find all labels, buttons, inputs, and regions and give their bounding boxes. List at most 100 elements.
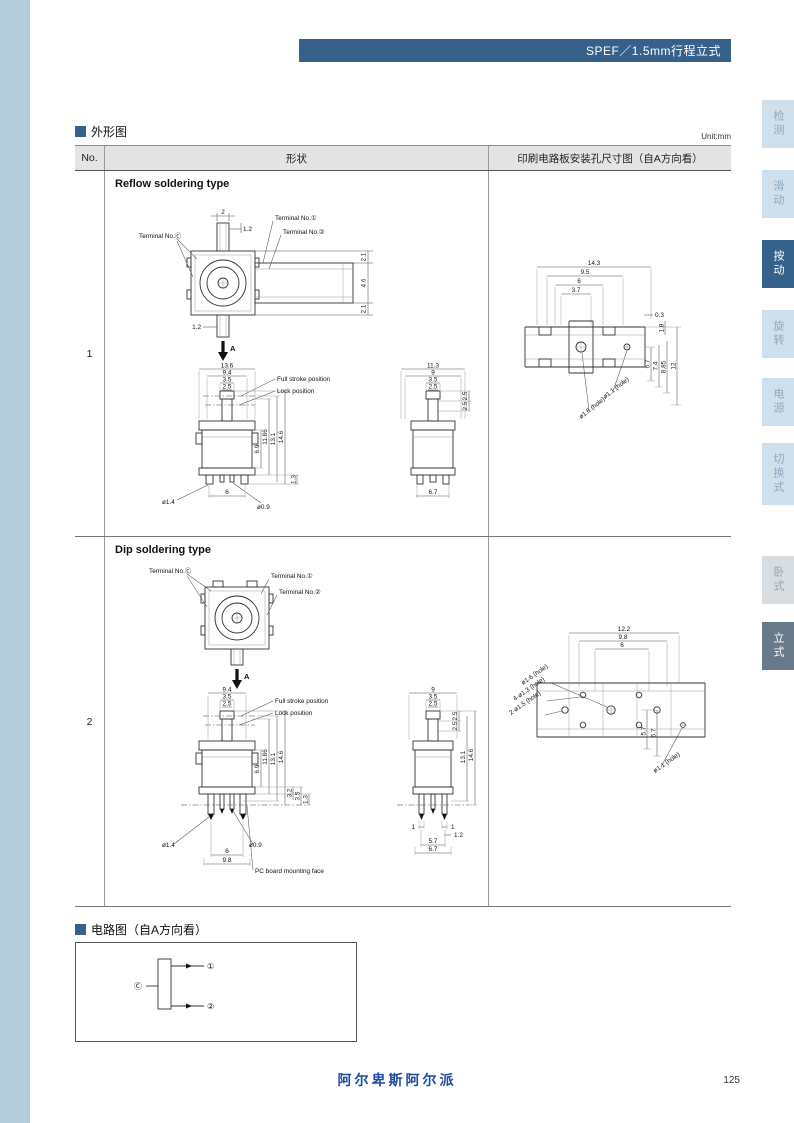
dim-8-85: 8.85 — [661, 360, 668, 373]
section-bullet-icon — [75, 924, 86, 935]
dim-11-3: 11.3 — [427, 363, 439, 370]
dip-pcb-pattern — [536, 682, 706, 738]
dim-2-1-top: 2.1 — [361, 252, 368, 261]
reflow-pcb-dim-lines — [536, 266, 681, 412]
footer-brand: 阿尔卑斯阿尔派 — [337, 1072, 457, 1088]
dim-6: 6 — [577, 278, 581, 285]
dim-1-2: 1.2 — [454, 832, 463, 839]
dim-2-5: 2.5 — [223, 701, 232, 708]
dim-2-5: 2.5 — [223, 384, 232, 391]
outline-section-title: 外形图 — [91, 125, 128, 139]
unit-label: Unit:mm — [701, 132, 731, 141]
dim-d1-4: ø1.4 — [162, 499, 175, 506]
dim-1-8: 1.8 — [659, 323, 666, 332]
row2-shape-cell: Dip soldering type — [105, 537, 489, 906]
reflow-side-outline — [410, 390, 456, 485]
dim-9-5: 9.5 — [581, 269, 590, 276]
reflow-side-dim-lines — [400, 368, 471, 498]
dim-2-5-a: 2.5 — [462, 391, 469, 400]
sidebar-tab-toggle: 切换式 — [762, 443, 794, 505]
circuit-diagram-drawing: ① ② Ⓒ — [134, 958, 214, 1011]
circuit-symbol — [146, 958, 204, 1010]
dim-6-9: 6.9 — [254, 444, 261, 453]
dim-d1-4: ø1.4 — [162, 842, 175, 849]
row1-no-cell: 1 — [75, 171, 105, 536]
dim-6-7: 6.7 — [651, 728, 658, 737]
dim-6-7: 6.7 — [429, 489, 438, 496]
sidebar-tab-rotary: 旋转 — [762, 310, 794, 358]
terminal-c-label: Terminal No.Ⓒ — [139, 232, 182, 240]
row1-no: 1 — [86, 347, 93, 360]
dim-3-5: 3.5 — [223, 694, 232, 701]
dim-6-7: 6.7 — [429, 846, 438, 853]
row2-no: 2 — [86, 715, 93, 728]
circuit-terminal-2: ② — [207, 1002, 214, 1011]
reflow-top-view-drawing: Terminal No.Ⓒ Terminal No.① Terminal No.… — [139, 209, 373, 361]
sidebar-tab-horizontal: 卧式 — [762, 556, 794, 604]
dim-1-3: 1.3 — [291, 475, 298, 484]
circuit-diagram-box: ① ② Ⓒ — [75, 942, 357, 1042]
terminal-1-label: Terminal No.① — [275, 215, 317, 222]
left-color-strip — [0, 0, 30, 1123]
dim-3-5: 3.5 — [429, 377, 438, 384]
dip-front-outline — [195, 710, 259, 820]
circuit-terminal-c: Ⓒ — [134, 982, 142, 991]
dim-1-b: 1 — [451, 824, 455, 831]
circuit-arrow-1 — [186, 963, 192, 969]
sidebar-tab-detect: 检测 — [762, 100, 794, 148]
circuit-terminal-1: ① — [207, 962, 214, 971]
dim-7-4: 7.4 — [653, 361, 660, 370]
view-a-arrowhead — [232, 680, 242, 689]
dim-d0-9: ø0.9 — [257, 504, 270, 511]
dim-0-3: 0.3 — [655, 312, 664, 319]
view-a-label: A — [230, 344, 236, 353]
view-a-label: A — [244, 672, 250, 681]
sidebar-tab-push-active: 按动 — [762, 240, 794, 288]
dim-2-5-b: 2.5 — [462, 401, 469, 410]
col-header-no: No. — [75, 146, 105, 170]
dim-2-5-b: 2.5 — [452, 721, 459, 730]
lock-position-label: Lock position — [275, 710, 313, 717]
reflow-pcb-pattern — [524, 320, 646, 374]
dim-d0-9: ø0.9 — [249, 842, 262, 849]
dip-top-dim-lines — [186, 573, 278, 616]
dim-9-4: 9.4 — [223, 687, 232, 694]
page-header-bar: SPEF／1.5mm行程立式 — [299, 39, 731, 62]
dim-1-3: 1.3 — [303, 795, 310, 804]
dim-13-6: 13.6 — [221, 363, 234, 370]
dim-2: 2 — [221, 209, 225, 216]
dip-front-view-drawing: 9.4 3.5 2.5 Full stroke position Lock po… — [162, 687, 329, 875]
sidebar-tab-slide: 滑动 — [762, 170, 794, 218]
dip-side-outline — [412, 710, 454, 820]
dim-13-1: 13.1 — [270, 752, 277, 765]
terminal-c-label: Terminal No.Ⓒ — [149, 567, 192, 575]
reflow-top-outline — [186, 222, 354, 338]
table-header-row: No. 形状 印刷电路板安装孔尺寸图（自A方向看） — [75, 146, 731, 171]
dim-5-7: 5.7 — [641, 726, 648, 735]
outline-section-head: 外形图 — [75, 123, 127, 140]
row1-shape-cell: Reflow soldering type — [105, 171, 489, 536]
dim-6: 6 — [620, 642, 624, 649]
terminal-1-label: Terminal No.① — [271, 573, 313, 580]
row2-no-cell: 2 — [75, 537, 105, 906]
dip-pcb-pattern-drawing: 12.2 9.8 6 ø1.6 (hole) 4-ø1.3 (hole) 2-ø… — [508, 626, 706, 775]
circuit-section-head: 电路图（自A方向看） — [75, 921, 207, 938]
dim-14-6: 14.6 — [278, 750, 285, 763]
col-header-shape: 形状 — [105, 146, 489, 170]
dim-1-a: 1 — [411, 824, 415, 831]
hole-d1-1-label: ø1.1 (hole) — [652, 751, 681, 774]
terminal-2-label: Terminal No.② — [283, 229, 325, 236]
full-stroke-label: Full stroke position — [275, 698, 329, 705]
dim-9: 9 — [431, 687, 435, 694]
row1-type-label: Reflow soldering type — [115, 178, 230, 190]
dim-11-86: 11.86 — [262, 749, 269, 765]
dim-11-86: 11.86 — [262, 429, 269, 445]
page-number: 125 — [723, 1075, 740, 1086]
sidebar-tab-vertical-active: 立式 — [762, 622, 794, 670]
reflow-side-view-drawing: 11.3 9 3.5 2.5 2.5 2.5 6.7 — [400, 363, 471, 498]
sidebar-tab-power: 电源 — [762, 378, 794, 426]
dim-3-5: 3.5 — [429, 694, 438, 701]
dim-12-2: 12.2 — [618, 626, 631, 633]
dim-2-5-a: 2.5 — [452, 711, 459, 720]
